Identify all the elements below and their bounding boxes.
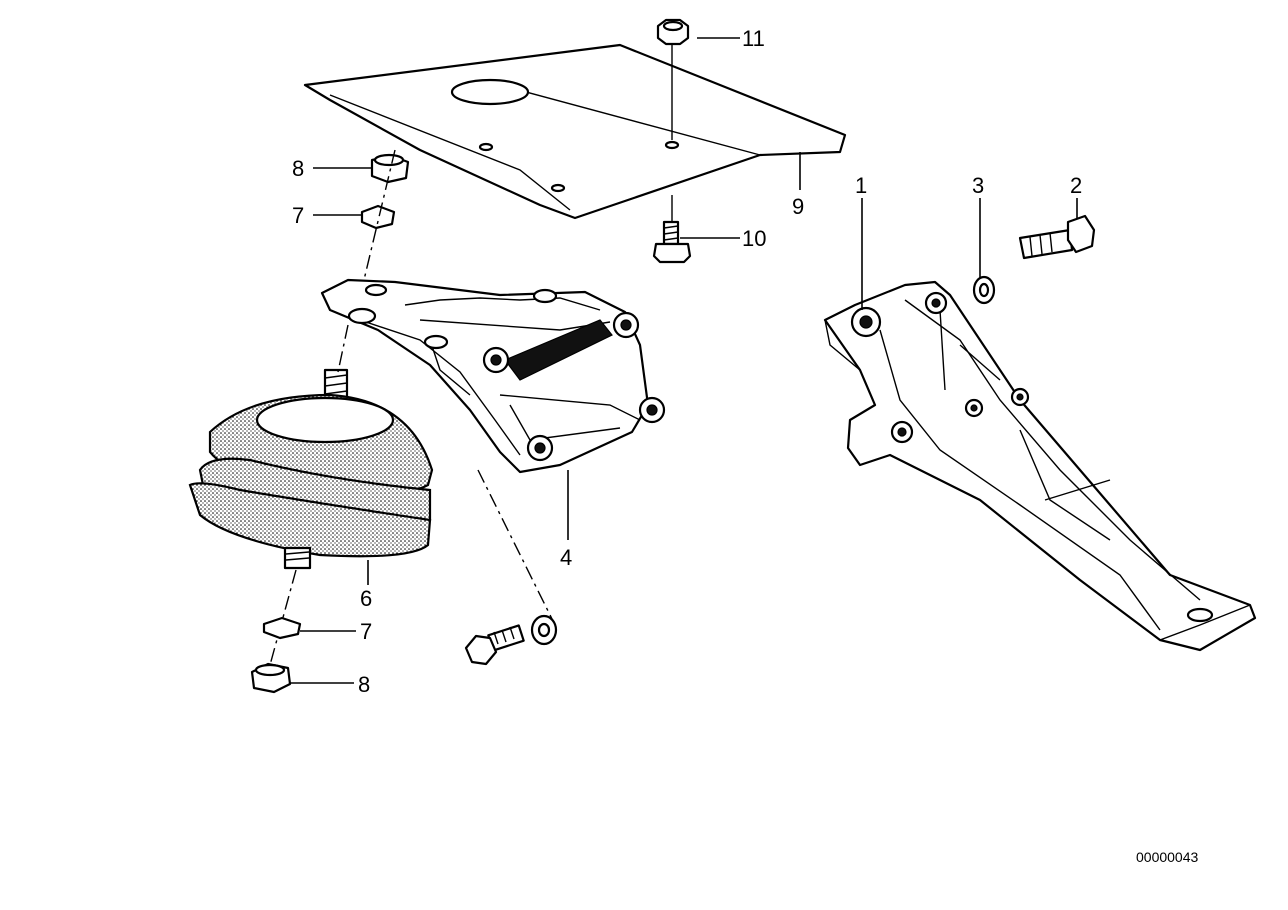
rubber-mount-6 (188, 368, 434, 570)
callout-1: 1 (855, 173, 867, 198)
mount-bracket-4 (320, 278, 666, 474)
assembly-axis-mount-top (337, 324, 349, 373)
nut-8-bottom (250, 662, 292, 694)
lower-bolt (464, 624, 525, 666)
lower-washer (530, 614, 558, 646)
bolt-2 (1018, 214, 1096, 260)
callout-11: 11 (742, 26, 765, 51)
callout-7-bottom: 7 (360, 619, 372, 644)
assembly-axis-lower-bolt (477, 469, 556, 626)
nut-11 (656, 18, 690, 140)
diagram-id-label: 00000043 (1136, 849, 1199, 865)
callout-3: 3 (972, 173, 984, 198)
callouts: 11 8 7 9 10 1 3 2 4 6 7 8 (290, 26, 1082, 697)
assembly-axis-mount-bottom (269, 569, 297, 666)
callout-2: 2 (1070, 173, 1082, 198)
callout-8-top: 8 (292, 156, 304, 181)
callout-4: 4 (560, 545, 572, 570)
washer-3 (972, 275, 996, 305)
washer-7-top (360, 204, 396, 230)
washer-7-bottom (262, 616, 302, 640)
callout-8-bottom: 8 (358, 672, 370, 697)
support-bracket-1 (823, 280, 1257, 652)
bolt-10 (652, 195, 692, 264)
callout-6: 6 (360, 586, 372, 611)
callout-7-top: 7 (292, 203, 304, 228)
callout-10: 10 (742, 226, 766, 251)
callout-9: 9 (792, 194, 804, 219)
heat-shield-plate (303, 43, 847, 220)
